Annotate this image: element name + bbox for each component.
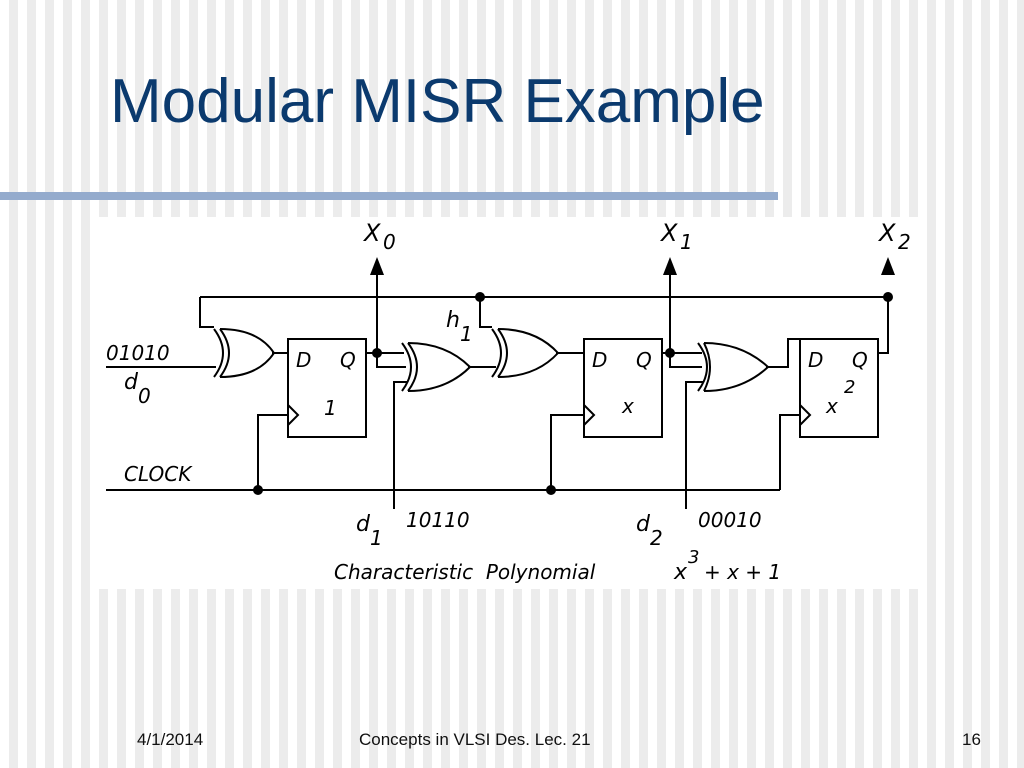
- h1-label: h: [446, 308, 460, 333]
- xor-gate-3: [491, 328, 560, 378]
- title-divider: [0, 192, 778, 200]
- d2-subscript: 2: [650, 526, 663, 550]
- ff2-q-pin: Q: [636, 348, 652, 372]
- footer-course: Concepts in VLSI Des. Lec. 21: [359, 730, 591, 749]
- slide-title: Modular MISR Example: [110, 67, 765, 136]
- ff3-stage-superscript: 2: [844, 377, 855, 398]
- clock-label: CLOCK: [124, 462, 193, 486]
- ff3-stage: x: [825, 394, 838, 418]
- ff1-q-pin: Q: [340, 348, 356, 372]
- ff3-d-pin: D: [808, 348, 823, 372]
- x2-label: X: [877, 219, 896, 247]
- ff3-q-pin: Q: [852, 348, 868, 372]
- ff2-d-pin: D: [592, 348, 607, 372]
- x1-subscript: 1: [680, 230, 693, 254]
- d2-pattern: 00010: [698, 508, 762, 532]
- footer-page-number: 16: [962, 730, 981, 749]
- x2-subscript: 2: [898, 230, 911, 254]
- polynomial-rest: + x + 1: [704, 560, 781, 584]
- flipflop-3: [799, 338, 879, 438]
- d2-input-wire: [685, 381, 704, 509]
- x0-arrow-icon: [370, 257, 384, 275]
- d1-input-wire: [393, 381, 408, 509]
- d1-label: d: [356, 512, 371, 537]
- d2-label: d: [636, 512, 651, 537]
- d0-subscript: 0: [138, 384, 151, 408]
- d0-pattern: 01010: [106, 341, 170, 365]
- footer-date: 4/1/2014: [137, 730, 204, 749]
- d1-subscript: 1: [370, 526, 383, 550]
- x0-subscript: 0: [383, 230, 396, 254]
- ff1-d-pin: D: [296, 348, 311, 372]
- ff1-stage: 1: [324, 396, 337, 420]
- polynomial-label: Characteristic Polynomial: [334, 560, 596, 584]
- x0-label: X: [362, 219, 381, 247]
- x1-arrow-icon: [663, 257, 677, 275]
- d1-pattern: 10110: [406, 508, 470, 532]
- d0-label: d: [124, 370, 139, 395]
- flipflop-1: [287, 338, 367, 438]
- flipflop-2: [583, 338, 663, 438]
- xor-gate-1: [213, 328, 276, 378]
- ff2-stage: x: [621, 394, 634, 418]
- misr-circuit-diagram: X 0 X 1 X 2 h 1 01010 d 0 CLOCK d 1 1011…: [98, 217, 922, 589]
- misr-circuit-svg: X 0 X 1 X 2 h 1 01010 d 0 CLOCK d 1 1011…: [106, 219, 911, 585]
- polynomial-exponent: 3: [688, 547, 699, 568]
- xor-gate-4: [697, 342, 770, 392]
- x1-label: X: [659, 219, 678, 247]
- q3-output-wire: [878, 339, 889, 354]
- h1-subscript: 1: [460, 322, 473, 346]
- polynomial-term: x: [673, 560, 688, 585]
- xor-gate-2: [401, 342, 472, 392]
- x2-arrow-icon: [881, 257, 895, 275]
